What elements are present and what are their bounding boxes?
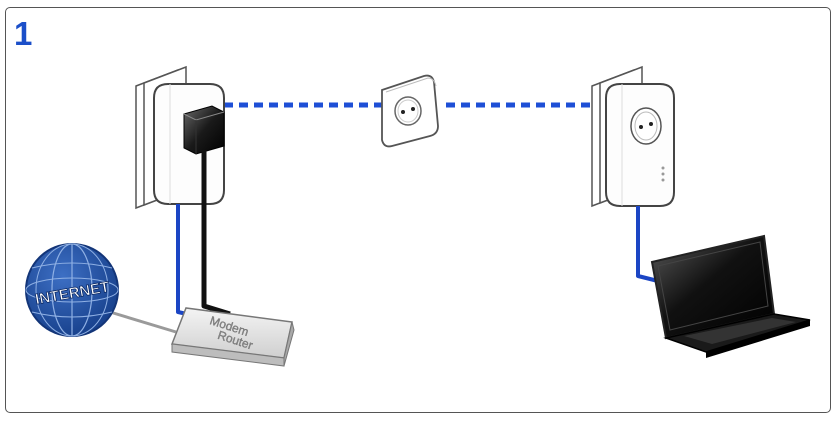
laptop-icon [650, 234, 811, 358]
adapter-right-icon [591, 65, 675, 284]
internet-link [109, 310, 177, 334]
router-icon: Modem Router [170, 307, 295, 367]
adapter-left-icon [135, 65, 231, 324]
step-number: 1 [14, 15, 33, 52]
wall-outlet-icon [381, 74, 439, 148]
internet-globe-icon: INTERNET [25, 243, 119, 337]
